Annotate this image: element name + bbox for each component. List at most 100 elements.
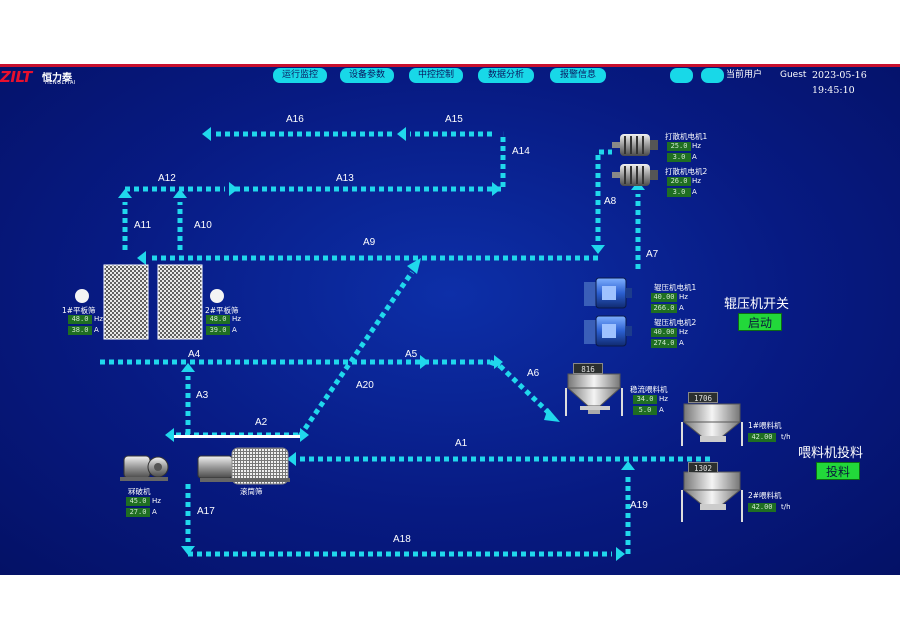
flat-screen-2-label: 2#平板筛 <box>205 306 239 315</box>
flat-screen-1-indicator <box>75 289 89 303</box>
flat-screen-1-label: 1#平板筛 <box>62 306 96 315</box>
flat-screen-2-hz: 48.0 <box>206 315 230 324</box>
nav-central-control[interactable]: 中控控制 <box>409 68 463 83</box>
label-a8: A8 <box>604 196 617 207</box>
label-a6: A6 <box>527 368 540 379</box>
flat-screen-2[interactable] <box>157 264 224 340</box>
feeder-1-tph: 42.00 <box>748 433 776 442</box>
roller-motor-1-hz-unit: Hz <box>679 293 688 301</box>
feeder-2-top-value: 1302 <box>688 462 718 473</box>
label-a18: A18 <box>393 534 411 545</box>
breaker-hz-unit: Hz <box>152 497 161 505</box>
label-a3: A3 <box>196 390 209 401</box>
roller-motor-1-hz: 40.00 <box>651 293 677 302</box>
nav-alarm-info[interactable]: 报警信息 <box>550 68 606 83</box>
nav-device-params[interactable]: 设备参数 <box>340 68 394 83</box>
logo-mark: ZILT <box>0 68 32 86</box>
steady-feeder-icon[interactable] <box>565 373 623 416</box>
arrowhead-a18 <box>616 547 625 561</box>
breaker-a: 27.0 <box>126 508 150 517</box>
header-datetime: 2023-05-16 19:45:10 <box>812 70 867 96</box>
flat-screen-1-body[interactable] <box>103 264 149 340</box>
label-a7: A7 <box>646 249 659 260</box>
arrowhead-a16 <box>202 127 211 141</box>
breaker-icon[interactable] <box>120 455 169 481</box>
flat-screen-1[interactable] <box>75 264 149 340</box>
feeder-1-icon[interactable] <box>681 403 743 446</box>
scada-screen: ZILT 恒力泰 HENGLITAI 运行监控 设备参数 中控控制 数据分析 报… <box>0 64 900 575</box>
feeder-2-label: 2#喂料机 <box>748 491 782 500</box>
arrowhead-a8-down <box>591 245 605 254</box>
beater-motor-1-hz-unit: Hz <box>692 142 701 150</box>
roller-motor-2-a-unit: A <box>679 339 684 347</box>
header-blank-button-2[interactable] <box>701 68 724 83</box>
roller-switch-label: 辊压机开关 <box>724 297 790 312</box>
feeder-feed-label: 喂料机投料 <box>798 446 864 461</box>
label-a20: A20 <box>356 380 374 391</box>
roller-motor-2-hz: 40.00 <box>651 328 677 337</box>
steady-feeder-hz-unit: Hz <box>659 395 668 403</box>
nav-run-monitor[interactable]: 运行监控 <box>273 68 327 83</box>
flat-screen-2-indicator <box>210 289 224 303</box>
conveyor-a5 <box>489 359 501 369</box>
breaker-hz: 45.0 <box>126 497 150 506</box>
steady-feeder-label: 稳流喂料机 <box>630 385 668 394</box>
label-a10: A10 <box>194 220 212 231</box>
header-blank-button-1[interactable] <box>670 68 693 83</box>
beater-motor-1-hz: 25.0 <box>667 142 691 151</box>
label-a17: A17 <box>197 506 215 517</box>
arrowhead-a1 <box>287 452 296 466</box>
flat-screen-2-a: 39.0 <box>206 326 230 335</box>
label-a14: A14 <box>512 146 530 157</box>
current-user-name: Guest <box>780 70 807 80</box>
arrowhead-a15 <box>397 127 406 141</box>
feeder-2-tph-unit: t/h <box>781 503 791 511</box>
label-a2: A2 <box>255 417 268 428</box>
beater-motor-1-icon[interactable] <box>612 134 658 156</box>
feeder-feed-button[interactable]: 投料 <box>816 462 860 480</box>
arrowhead-a13 <box>492 182 501 196</box>
arrowhead-a2-left <box>165 428 174 442</box>
roller-start-button[interactable]: 启动 <box>738 313 782 331</box>
flat-screen-1-hz: 48.0 <box>68 315 92 324</box>
beater-motor-2-icon[interactable] <box>612 164 658 186</box>
roller-motor-2-icon[interactable] <box>584 315 632 347</box>
roller-motor-2-label: 辊压机电机2 <box>654 318 697 327</box>
steady-feeder-a-unit: A <box>659 406 664 414</box>
beater-motor-1-label: 打散机电机1 <box>665 132 708 141</box>
arrowhead-a3 <box>181 363 195 372</box>
drum-screen-icon[interactable] <box>197 447 290 485</box>
feeder-2-icon[interactable] <box>681 471 743 522</box>
feeder-1-label: 1#喂料机 <box>748 421 782 430</box>
arrowhead-a20 <box>407 258 421 274</box>
beater-motor-1-a: 3.0 <box>667 153 691 162</box>
roller-motor-1-a-unit: A <box>679 304 684 312</box>
beater-motor-1-a-unit: A <box>692 153 697 161</box>
current-user-label: 当前用户 <box>726 70 763 80</box>
flat-screen-2-body[interactable] <box>157 264 203 340</box>
logo-chinese: 恒力泰 <box>42 73 72 84</box>
conveyor-a8 <box>595 149 612 241</box>
arrowhead-a9 <box>137 251 146 265</box>
label-a1: A1 <box>455 438 468 449</box>
arrowhead-a17 <box>181 546 195 555</box>
label-a4: A4 <box>188 349 201 360</box>
steady-feeder-hz: 34.0 <box>633 395 657 404</box>
flat-screen-1-a: 38.0 <box>68 326 92 335</box>
label-a16: A16 <box>286 114 304 125</box>
conveyor-a20 <box>297 270 415 438</box>
feeder-1-tph-unit: t/h <box>781 433 791 441</box>
feeder-2-tph: 42.00 <box>748 503 776 512</box>
a2-white-rail <box>174 435 300 438</box>
arrowhead-a2-right <box>300 428 309 442</box>
roller-motor-1-a: 266.0 <box>651 304 677 313</box>
label-a15: A15 <box>445 114 463 125</box>
roller-motor-1-label: 辊压机电机1 <box>654 283 697 292</box>
breaker-label: 冧破机 <box>128 487 151 496</box>
flat-screen-2-hz-unit: Hz <box>232 315 241 323</box>
roller-motor-2-a: 274.0 <box>651 339 677 348</box>
feeder-1-top-value: 1706 <box>688 392 718 403</box>
roller-motor-1-icon[interactable] <box>584 277 632 309</box>
nav-data-analysis[interactable]: 数据分析 <box>478 68 534 83</box>
header-red-line <box>0 64 900 67</box>
